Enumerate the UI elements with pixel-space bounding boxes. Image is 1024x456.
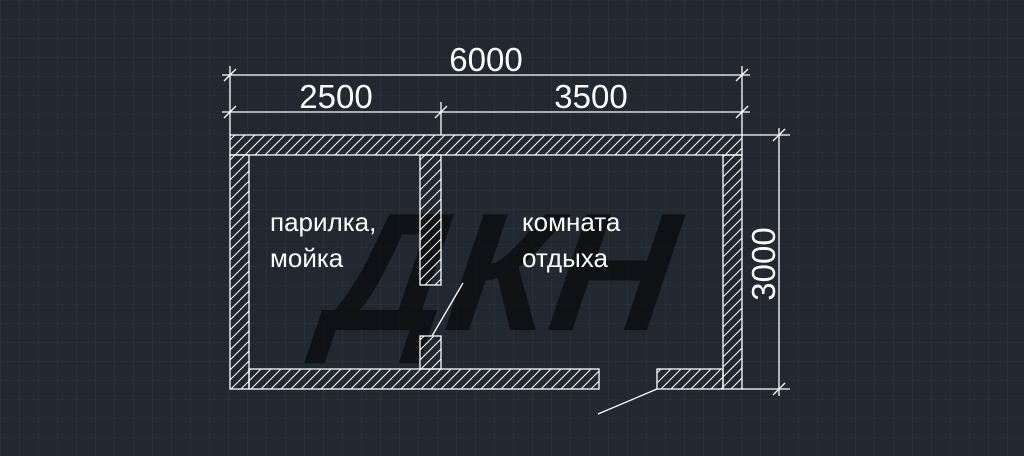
watermark-logo: ДКН — [304, 178, 691, 366]
room-label-rest-line2: отдыха — [522, 243, 609, 273]
dim-right-section: 3500 — [554, 78, 627, 115]
room-label-rest-line1: комната — [522, 207, 621, 237]
tick — [223, 105, 237, 119]
partition-lower — [419, 335, 442, 370]
tick — [735, 105, 749, 119]
room-label-steam-line1: парилка, — [270, 207, 376, 237]
wall-top — [229, 134, 743, 156]
partition-upper — [419, 154, 442, 286]
wall-left — [229, 154, 250, 390]
dim-height: 3000 — [745, 227, 782, 300]
walls — [229, 134, 743, 390]
tick — [735, 68, 749, 82]
wall-right — [722, 154, 743, 390]
tick — [772, 128, 786, 142]
dim-left-section: 2500 — [299, 78, 372, 115]
wall-bottom-right — [656, 368, 724, 390]
inner-door-swing — [431, 282, 464, 337]
dimension-lines — [222, 66, 790, 396]
wall-bottom-left — [248, 368, 600, 390]
tick — [772, 382, 786, 396]
tick — [223, 68, 237, 82]
dim-total-width: 6000 — [449, 41, 522, 78]
room-label-steam-line2: мойка — [270, 243, 344, 273]
tick — [434, 105, 448, 119]
entrance-door-swing — [597, 388, 658, 415]
